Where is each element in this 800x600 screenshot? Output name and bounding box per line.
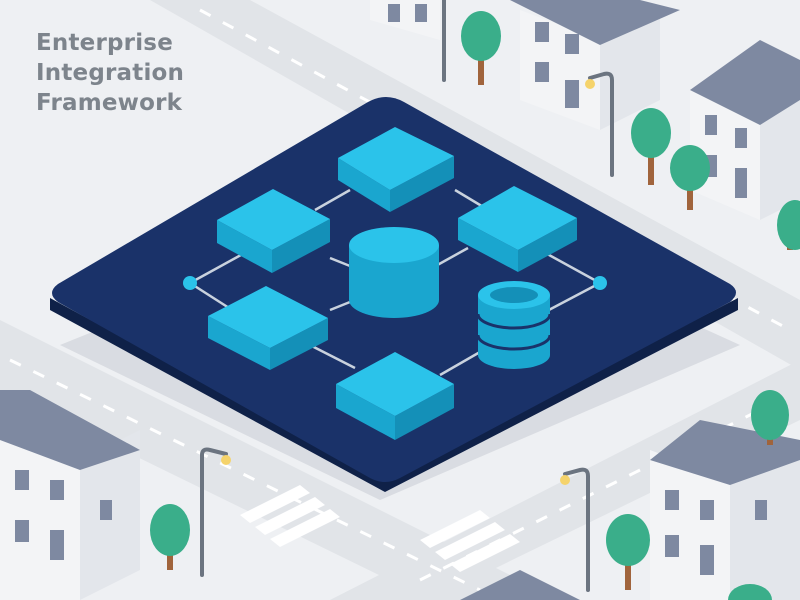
house-top-right [690,40,800,220]
house-bottom-right [650,420,800,600]
tree-icon [751,390,789,445]
street-lamps [200,0,614,592]
connector-endpoint-right [593,276,607,290]
title-line: Framework [36,90,183,116]
tree-icon [461,11,501,85]
module-top [338,127,454,212]
page-title: Enterprise Integration Framework [36,28,184,118]
tree-icon [150,504,190,570]
crosswalks [240,485,520,572]
module-lower-left [208,286,328,370]
road-diagonal-bottom [0,320,560,600]
module-upper-left [217,189,330,273]
module-bottom [336,352,454,440]
house-bottom-center [460,570,580,600]
house-top-left [370,0,440,40]
lamp-icon [560,467,590,592]
tree-icon [728,584,772,600]
title-line: Integration [36,60,185,86]
house-bottom-left [0,390,140,600]
tree-icon [631,108,671,185]
module-upper-right [458,186,577,272]
tree-icon [777,200,800,250]
data-store [349,227,439,318]
connector-endpoint-left [183,276,197,290]
lamp-icon [585,71,614,177]
database-stack [476,281,552,369]
tree-icon [606,514,650,590]
tree-icon [670,145,710,210]
trees [150,11,800,600]
lamp-icon [200,447,231,577]
connector-lines [189,188,601,377]
house-top-center [510,0,680,130]
title-line: Enterprise [36,30,174,56]
